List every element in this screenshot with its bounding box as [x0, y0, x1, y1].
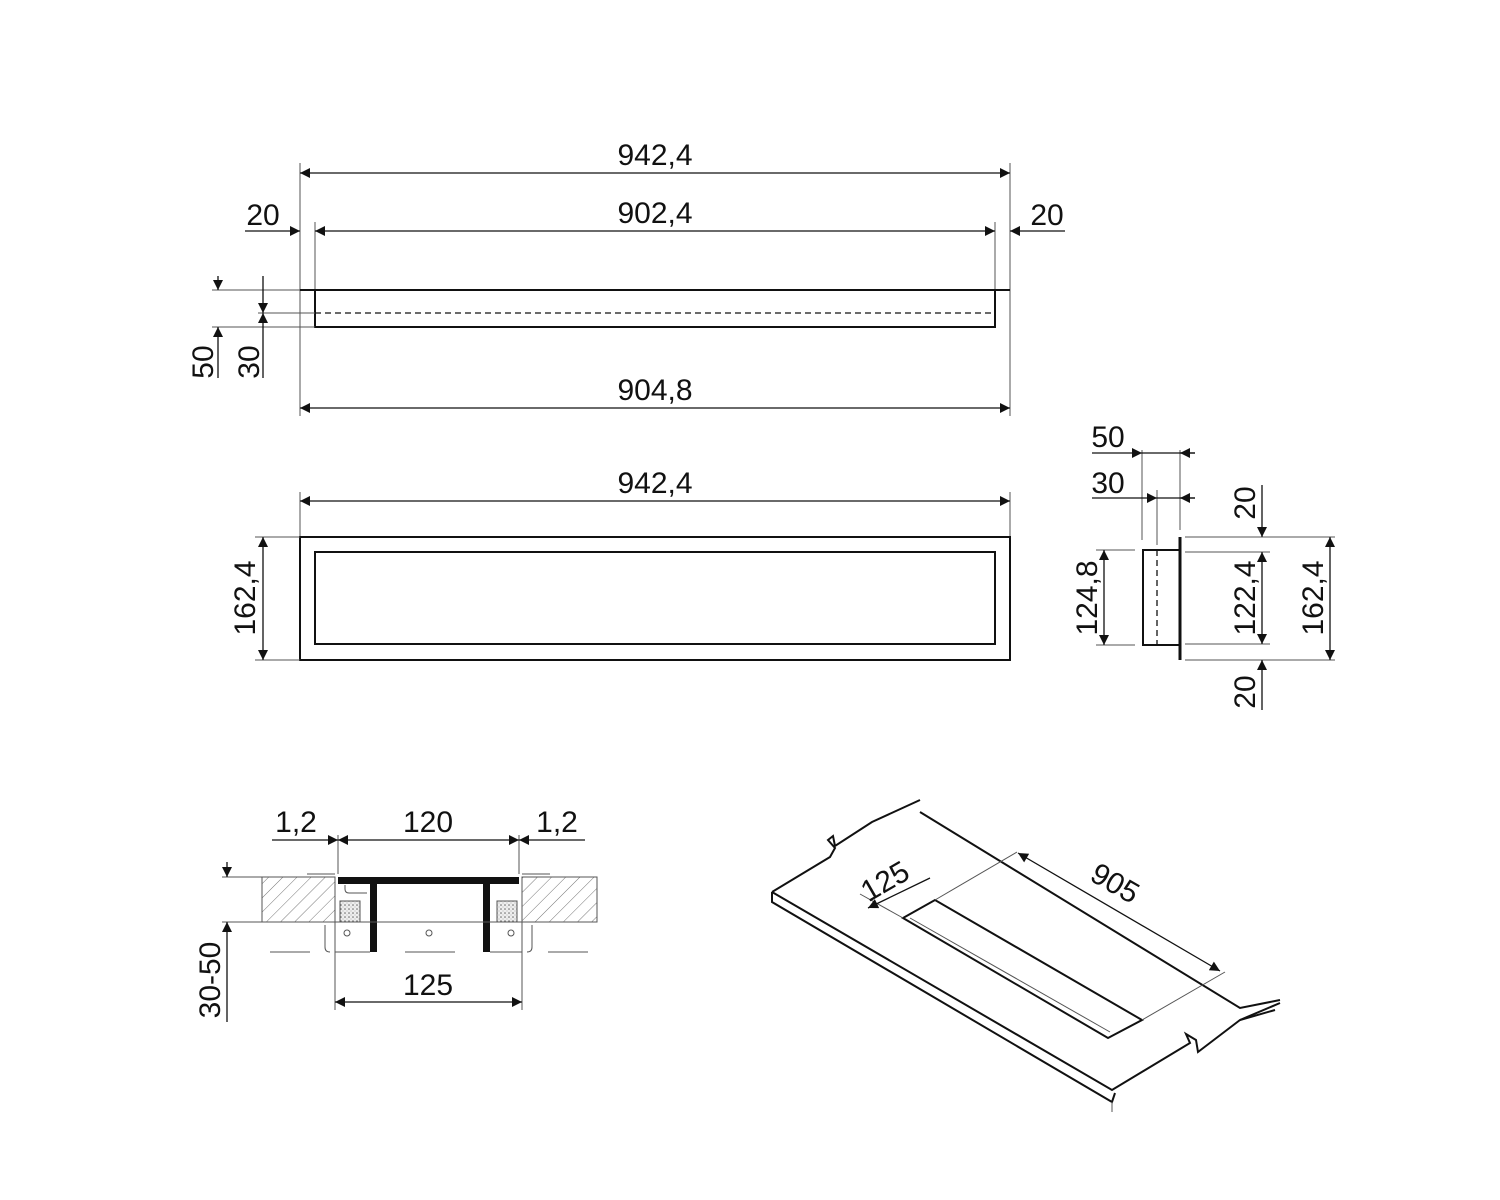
front-view: 942,4 162,4 — [229, 467, 1011, 661]
top-view: 942,4 902,4 20 20 50 30 904,8 — [187, 139, 1065, 416]
dim-side-depth-body: 30 — [1091, 467, 1124, 500]
dim-slot-width: 125 — [855, 855, 915, 909]
dim-height-body: 30 — [233, 345, 266, 378]
dim-slot-length: 905 — [1085, 857, 1145, 911]
dim-side-flange-bottom: 20 — [1229, 675, 1262, 708]
dim-side-inner-height: 122,4 — [1229, 560, 1262, 635]
side-view: 50 30 124,8 20 122,4 20 162,4 — [1071, 421, 1335, 710]
dim-right-flange: 20 — [1030, 199, 1063, 232]
dim-side-flange-top: 20 — [1229, 486, 1262, 519]
dim-side-depth-total: 50 — [1091, 421, 1124, 454]
dim-bottom-length: 904,8 — [617, 374, 692, 407]
section-view: 1,2 120 1,2 125 30-50 — [194, 806, 598, 1022]
dim-grate-width: 120 — [403, 806, 453, 839]
dim-side-total-height: 162,4 — [1297, 560, 1330, 635]
dim-side-body-height: 124,8 — [1071, 560, 1104, 635]
dim-inner-length: 902,4 — [617, 197, 692, 230]
dim-front-height: 162,4 — [229, 560, 262, 635]
dim-front-length: 942,4 — [617, 467, 692, 500]
dim-gap-right: 1,2 — [536, 806, 578, 839]
dim-overall-length: 942,4 — [617, 139, 692, 172]
dim-channel-width: 125 — [403, 969, 453, 1002]
dim-left-flange: 20 — [246, 199, 279, 232]
dim-gap-left: 1,2 — [275, 806, 317, 839]
dim-height-total: 50 — [187, 345, 220, 378]
dim-board-thickness: 30-50 — [194, 942, 227, 1019]
isometric-view: 905 125 — [771, 799, 1281, 1112]
